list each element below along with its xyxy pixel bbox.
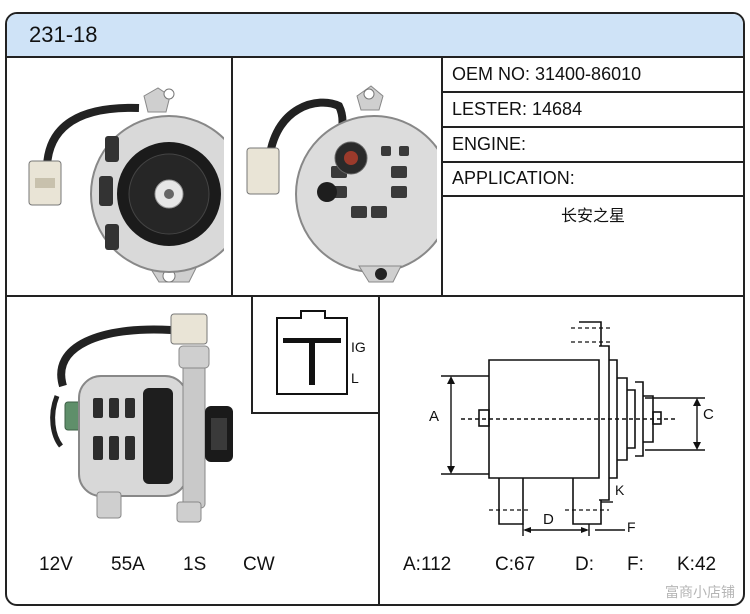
application-value: 长安之星: [560, 206, 625, 225]
dimension-a: A:112: [403, 554, 452, 575]
product-card: 231-18: [5, 12, 745, 606]
engine-row: ENGINE:: [443, 128, 743, 163]
drawing-label-c: C: [703, 406, 714, 423]
divider: [7, 295, 743, 297]
divider: [441, 56, 443, 296]
dimension-c: C:67: [495, 554, 536, 575]
spec-pulley: 1S: [183, 554, 207, 575]
alternator-side-photo: [50, 313, 233, 523]
header-bar: 231-18: [7, 14, 743, 58]
dimension-k: K:42: [677, 554, 717, 575]
dimension-f: F:: [627, 554, 644, 575]
spec-current: 55A: [111, 554, 145, 575]
lester-number: LESTER: 14684: [452, 99, 583, 119]
dimension-d: D:: [575, 554, 594, 575]
divider: [251, 296, 253, 414]
drawing-label-f: F: [627, 519, 636, 535]
oem-number-row: OEM NO: 31400-86010: [443, 58, 743, 93]
drawing-label-a: A: [429, 408, 440, 425]
application-label: APPLICATION:: [452, 168, 575, 188]
alternator-rear-photo: [246, 85, 437, 283]
connector-plug-diagram: [276, 310, 348, 395]
connector-pin-l: L: [351, 370, 359, 386]
engine-label: ENGINE:: [452, 134, 527, 154]
divider: [251, 412, 379, 414]
lester-row: LESTER: 14684: [443, 93, 743, 128]
part-number-title: 231-18: [29, 22, 98, 47]
connector-pin-ig: IG: [351, 339, 366, 355]
watermark: 富商小店铺: [665, 585, 735, 601]
oem-number: OEM NO: 31400-86010: [452, 64, 642, 84]
alternator-front-photo: [28, 87, 224, 283]
drawing-label-d: D: [543, 511, 554, 528]
drawing-label-k: K: [615, 482, 625, 498]
dimension-drawing: [441, 321, 705, 536]
application-row: APPLICATION:: [443, 162, 743, 197]
spec-voltage: 12V: [39, 554, 73, 575]
divider: [231, 56, 233, 296]
spec-rotation: CW: [243, 554, 275, 575]
divider: [378, 296, 380, 604]
